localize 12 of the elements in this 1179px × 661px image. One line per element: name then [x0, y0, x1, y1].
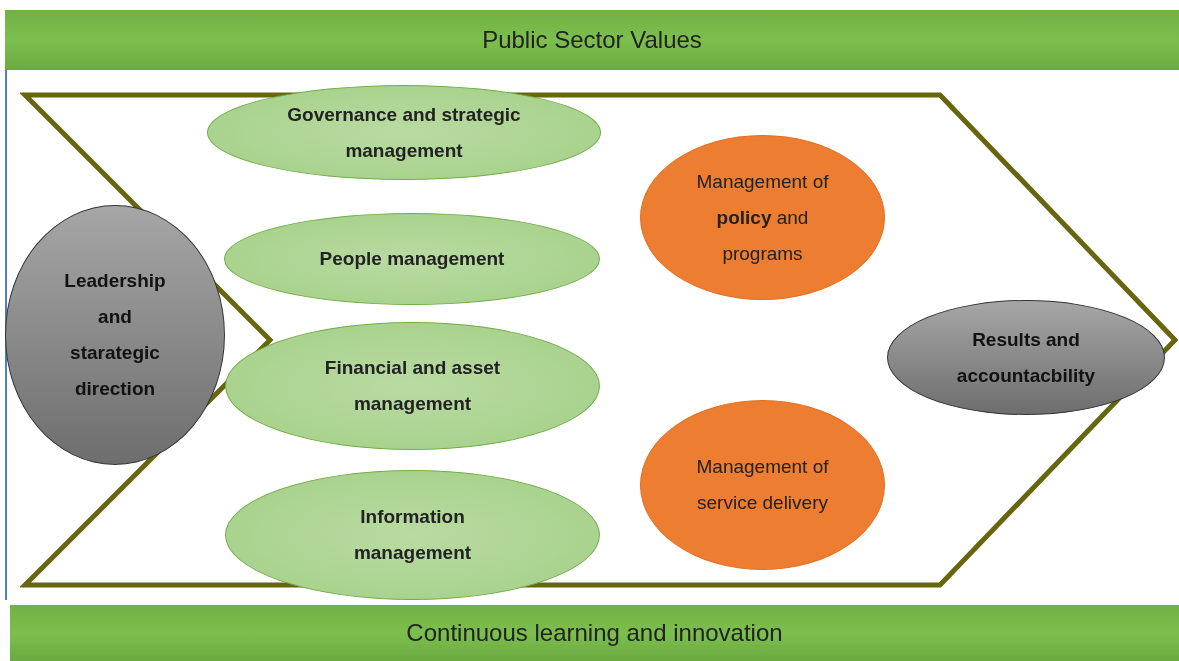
oval-label: Leadership and starategic direction — [63, 269, 167, 401]
oval-label: Financial and asset management — [323, 356, 502, 416]
oval-label: Results and accountacbility — [955, 327, 1097, 388]
band-title: Continuous learning and innovation — [406, 619, 783, 647]
oval-label: People management — [319, 247, 505, 271]
band-title: Public Sector Values — [482, 26, 702, 54]
circle-label: Management of service delivery — [695, 455, 830, 515]
oval-label: Information management — [352, 505, 473, 565]
header-band — [10, 605, 1179, 661]
header-band — [5, 10, 1179, 70]
circle-label: Management of policy and programs — [695, 169, 830, 266]
oval-label: Governance and strategic management — [286, 102, 522, 163]
